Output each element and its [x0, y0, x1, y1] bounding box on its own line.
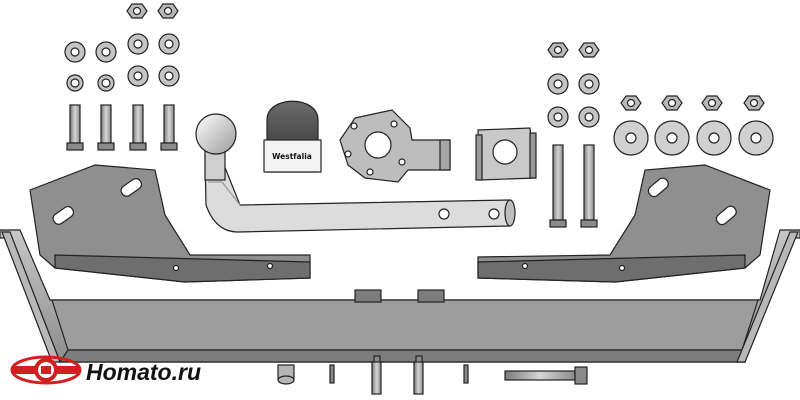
logo-emblem-icon	[10, 355, 82, 385]
large-washer	[613, 120, 649, 156]
flat-washer	[578, 106, 600, 128]
large-washer	[696, 120, 732, 156]
large-washer	[654, 120, 690, 156]
flat-washer	[127, 65, 149, 87]
pin	[463, 364, 469, 384]
hex-nut	[157, 3, 179, 19]
flat-washer	[95, 41, 117, 63]
flat-washer	[158, 33, 180, 55]
left-mounting-bracket	[29, 164, 311, 283]
socket-bracket	[475, 127, 537, 181]
flat-washer	[578, 73, 600, 95]
left-hardware-set	[64, 3, 180, 151]
tow-ball-cover: Westfalia	[263, 100, 322, 173]
tow-ball-arm	[195, 113, 516, 233]
bolt	[371, 361, 382, 395]
bolt	[129, 104, 147, 151]
homato-logo: Homato.ru	[10, 355, 201, 385]
cap-nut	[277, 364, 295, 385]
right-mounting-bracket	[477, 164, 771, 283]
logo-text: Homato.ru	[86, 359, 201, 385]
hex-nut	[743, 95, 765, 111]
socket-mounting-plate	[339, 109, 451, 183]
large-washer	[738, 120, 774, 156]
long-bolt	[504, 366, 588, 385]
hex-nut	[578, 42, 600, 58]
flat-washer	[127, 33, 149, 55]
pin	[329, 364, 335, 384]
bolt	[413, 361, 424, 395]
hex-nut	[661, 95, 683, 111]
bottom-hardware	[277, 361, 588, 395]
bolt	[580, 144, 598, 228]
hex-nut	[620, 95, 642, 111]
hex-nut	[547, 42, 569, 58]
right-hardware-set	[547, 42, 774, 228]
hex-nut	[126, 3, 148, 19]
bolt	[160, 104, 178, 151]
flat-washer	[158, 65, 180, 87]
bolt	[549, 144, 567, 228]
hex-nut	[701, 95, 723, 111]
spring-washer	[66, 74, 84, 92]
ball-cover-label: Westfalia	[272, 152, 312, 161]
bolt	[66, 104, 84, 151]
spring-washer	[97, 74, 115, 92]
bolt	[97, 104, 115, 151]
flat-washer	[547, 73, 569, 95]
flat-washer	[64, 41, 86, 63]
flat-washer	[547, 106, 569, 128]
